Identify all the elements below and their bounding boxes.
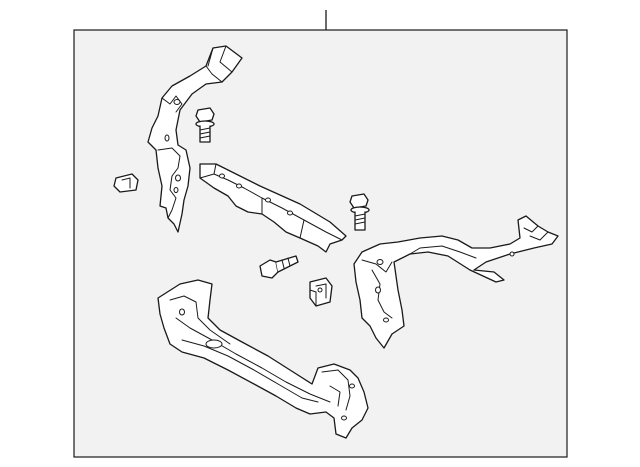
right-bolt [349, 193, 370, 231]
right-side-support [353, 215, 559, 349]
upper-left-support-bracket [147, 45, 243, 233]
small-left-clip [113, 173, 139, 193]
upper-left-bolt [195, 107, 215, 143]
center-upper-tie-bar [199, 163, 347, 253]
center-bolt [259, 255, 299, 279]
lower-tie-bar [157, 279, 369, 439]
center-small-bracket [309, 277, 333, 307]
